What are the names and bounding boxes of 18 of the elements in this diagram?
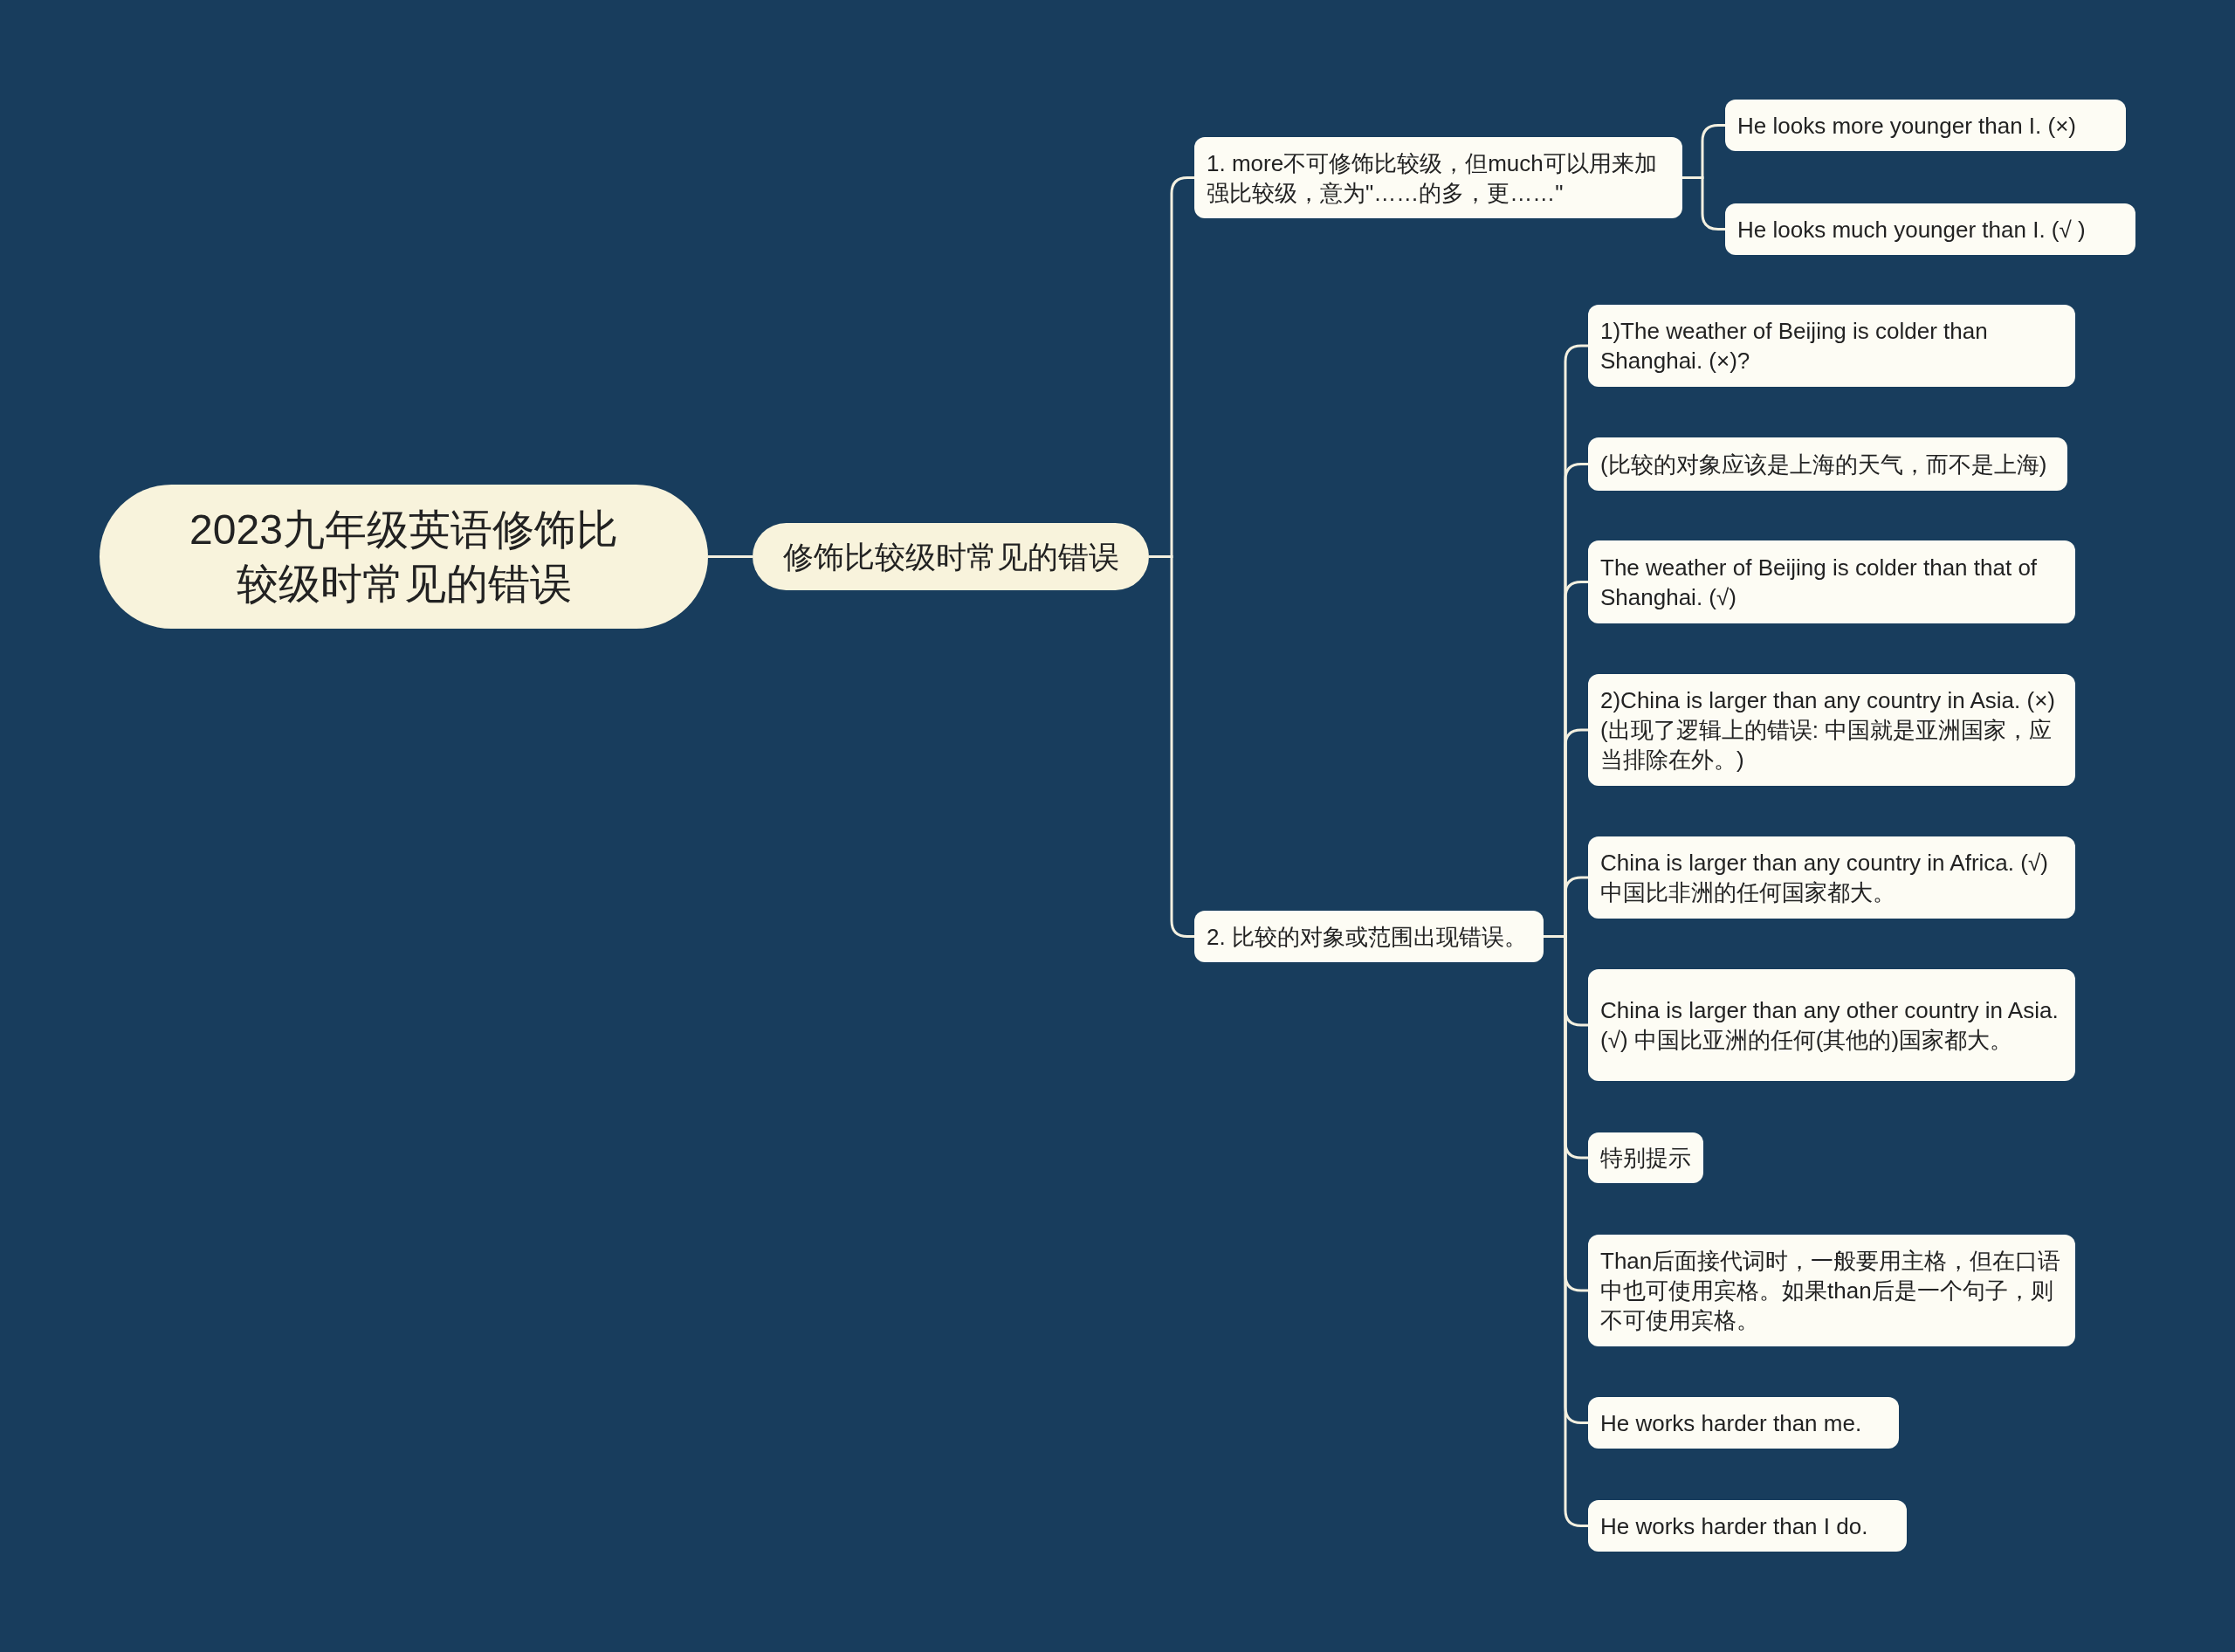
topic-box: China is larger than any country in Africa. (√) 中国比非洲的任何国家都大。: [1588, 836, 2075, 919]
topic-pill: 修饰比较级时常见的错误: [753, 523, 1149, 590]
topic-box: 特别提示: [1588, 1132, 1703, 1183]
topic-box: The weather of Beijing is colder than that of Shanghai. (√): [1588, 540, 2075, 623]
topic-box: He looks more younger than I. (×): [1725, 100, 2126, 151]
connector-line: [1149, 555, 1194, 938]
topic-box: 2. 比较的对象或范围出现错误。: [1194, 911, 1544, 962]
topic-box: China is larger than any other country in Asia. (√) 中国比亚洲的任何(其他的)国家都大。: [1588, 969, 2075, 1081]
central-topic: 2023九年级英语修饰比较级时常见的错误: [100, 485, 708, 629]
topic-box: Than后面接代词时，一般要用主格，但在口语中也可使用宾格。如果than后是一个句子，则不可使用宾格。: [1588, 1235, 2075, 1346]
topic-box: (比较的对象应该是上海的天气，而不是上海): [1588, 437, 2067, 491]
connector-line: [708, 555, 753, 558]
topic-box: 1. more不可修饰比较级，但much可以用来加强比较级，意为"……的多，更……": [1194, 137, 1682, 218]
topic-box: 1)The weather of Beijing is colder than Shanghai. (×)?: [1588, 305, 2075, 387]
topic-box: He works harder than me.: [1588, 1397, 1899, 1449]
topic-box: He works harder than I do.: [1588, 1500, 1907, 1552]
topic-box: He looks much younger than I. (√ ): [1725, 203, 2135, 255]
topic-box: 2)China is larger than any country in Asia. (×)(出现了逻辑上的错误: 中国就是亚洲国家，应当排除在外。): [1588, 674, 2075, 786]
